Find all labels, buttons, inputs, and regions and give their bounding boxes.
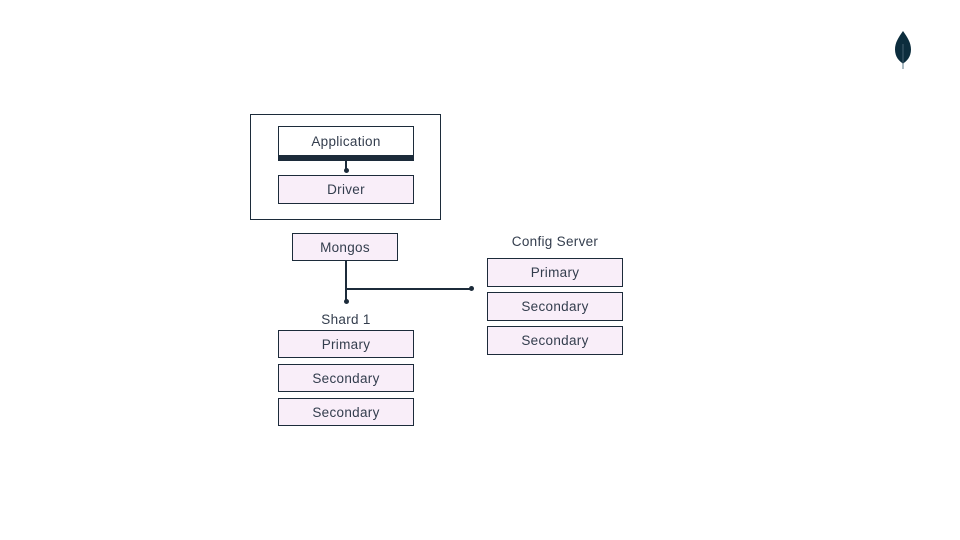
shard1-primary-label: Primary xyxy=(321,336,371,352)
shard1-secondary1-node: Secondary xyxy=(278,364,414,392)
mongos-label: Mongos xyxy=(320,239,370,255)
config-primary-label: Primary xyxy=(530,265,580,280)
connector-mongos-to-config-server xyxy=(346,288,471,290)
application-label: Application xyxy=(311,133,381,149)
driver-node: Driver xyxy=(278,175,414,204)
arrowhead-dot-config-server xyxy=(469,286,474,291)
config-secondary1-node: Secondary xyxy=(487,292,623,321)
mongos-node: Mongos xyxy=(292,233,398,261)
config-secondary1-label: Secondary xyxy=(521,299,589,314)
shard1-title: Shard 1 xyxy=(321,311,371,327)
config-secondary2-label: Secondary xyxy=(521,333,589,348)
shard1-secondary1-label: Secondary xyxy=(312,370,380,386)
config-primary-node: Primary xyxy=(487,258,623,287)
connector-mongos-to-shard1 xyxy=(345,261,347,301)
config-server-title: Config Server xyxy=(511,233,599,249)
shard1-secondary2-node: Secondary xyxy=(278,398,414,426)
shard1-primary-node: Primary xyxy=(278,330,414,358)
arrowhead-dot-shard1 xyxy=(343,298,349,304)
config-secondary2-node: Secondary xyxy=(487,326,623,355)
driver-label: Driver xyxy=(327,182,365,197)
arrowhead-dot-driver xyxy=(343,167,349,173)
connector-application-to-driver xyxy=(345,161,347,169)
mongodb-leaf-icon xyxy=(892,30,914,70)
application-node: Application xyxy=(278,126,414,161)
shard1-secondary2-label: Secondary xyxy=(312,404,380,420)
